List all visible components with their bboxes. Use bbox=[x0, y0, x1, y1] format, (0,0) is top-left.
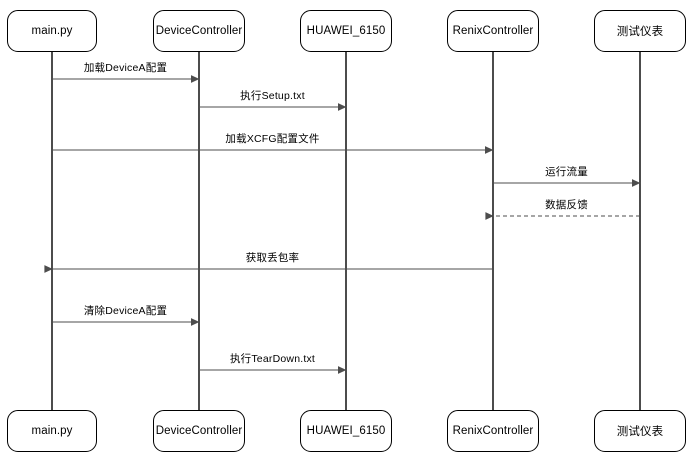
participant-label: DeviceController bbox=[155, 425, 243, 437]
participant-box-top-devctl[interactable]: DeviceController bbox=[153, 10, 245, 52]
participant-box-bottom-renix[interactable]: RenixController bbox=[447, 410, 539, 452]
participant-box-bottom-meter[interactable]: 测试仪表 bbox=[594, 410, 686, 452]
participant-label: RenixController bbox=[452, 25, 534, 37]
participant-label: main.py bbox=[31, 425, 73, 437]
message-label-1: 执行Setup.txt bbox=[240, 90, 305, 102]
participant-box-bottom-huawei[interactable]: HUAWEI_6150 bbox=[300, 410, 392, 452]
participant-label: main.py bbox=[31, 25, 73, 37]
participant-label: HUAWEI_6150 bbox=[306, 25, 386, 37]
message-label-0: 加载DeviceA配置 bbox=[83, 62, 168, 74]
participant-label: 测试仪表 bbox=[616, 426, 664, 438]
participant-label: RenixController bbox=[452, 425, 534, 437]
participant-label: 测试仪表 bbox=[616, 26, 664, 38]
participant-box-bottom-devctl[interactable]: DeviceController bbox=[153, 410, 245, 452]
message-label-4: 数据反馈 bbox=[545, 199, 588, 211]
message-label-5: 获取丢包率 bbox=[245, 252, 300, 264]
message-label-3: 运行流量 bbox=[545, 166, 588, 178]
participant-box-top-renix[interactable]: RenixController bbox=[447, 10, 539, 52]
participant-box-bottom-main[interactable]: main.py bbox=[7, 410, 97, 452]
participant-box-top-huawei[interactable]: HUAWEI_6150 bbox=[300, 10, 392, 52]
message-label-6: 清除DeviceA配置 bbox=[83, 305, 168, 317]
participant-label: DeviceController bbox=[155, 25, 243, 37]
participant-box-top-main[interactable]: main.py bbox=[7, 10, 97, 52]
participant-label: HUAWEI_6150 bbox=[306, 425, 386, 437]
participant-box-top-meter[interactable]: 测试仪表 bbox=[594, 10, 686, 52]
message-label-7: 执行TearDown.txt bbox=[229, 353, 316, 365]
message-label-2: 加载XCFG配置文件 bbox=[225, 133, 320, 145]
